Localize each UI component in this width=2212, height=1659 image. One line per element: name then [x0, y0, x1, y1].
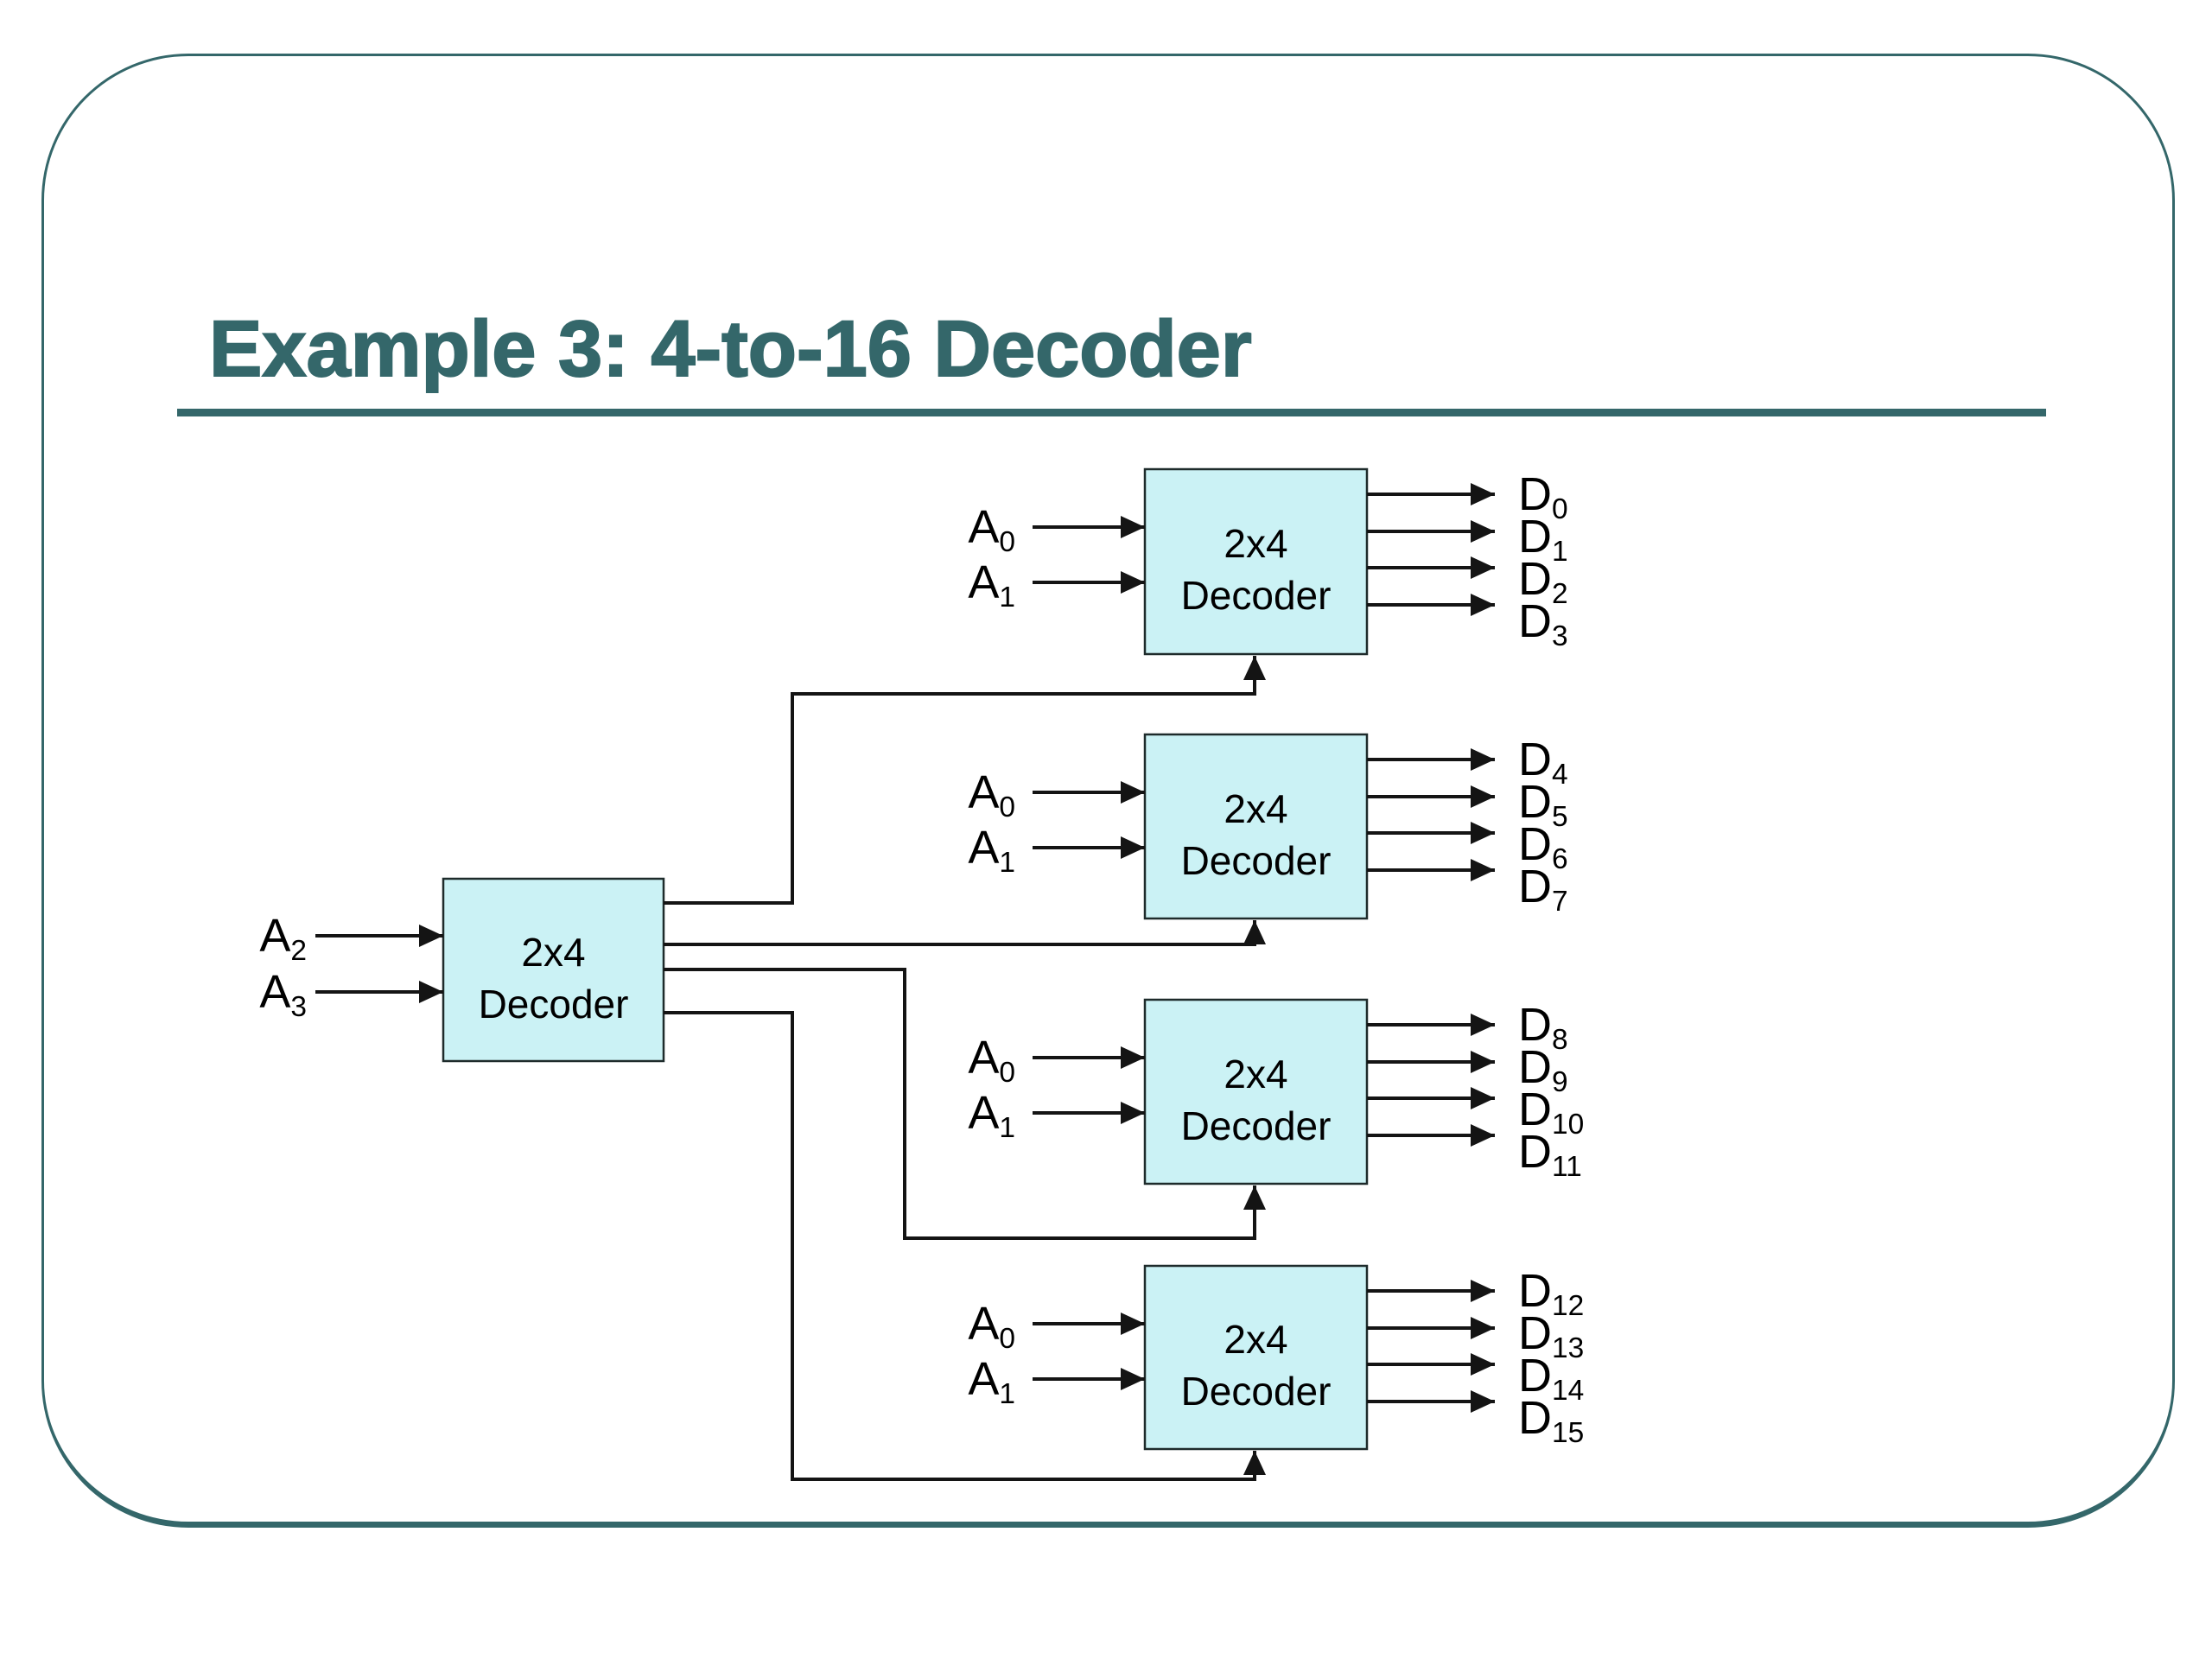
- decoder-3-block: [1143, 998, 1369, 1185]
- decoder-4-input-label-a0: A0: [968, 1298, 1015, 1356]
- output-label-d5: D5: [1518, 776, 1568, 834]
- decoder-4-block: [1143, 1264, 1369, 1451]
- decoder-2-block: [1143, 733, 1369, 920]
- decoder-4-label: 2x4 Decoder: [1145, 1266, 1367, 1449]
- output-label-d12: D12: [1518, 1265, 1585, 1323]
- decoder-3-input-label-a0: A0: [968, 1032, 1015, 1090]
- block-label-line1: 2x4: [1224, 521, 1288, 566]
- decoder-3-label: 2x4 Decoder: [1145, 1000, 1367, 1184]
- output-label-d0: D0: [1518, 468, 1568, 526]
- block-label-line2: Decoder: [1180, 837, 1332, 883]
- output-label-d9: D9: [1518, 1041, 1568, 1099]
- wire-enable-decoder-1: [664, 656, 1266, 905]
- block-label-line1: 2x4: [1224, 1051, 1288, 1096]
- block-label-line1: 2x4: [1224, 785, 1288, 831]
- decoder-2-input-label-a0: A0: [968, 766, 1015, 824]
- decoder-2-label: 2x4 Decoder: [1145, 734, 1367, 918]
- wire-enable-decoder-4: [664, 1011, 1266, 1481]
- wire-enable-decoder-2: [664, 920, 1266, 946]
- output-label-d11: D11: [1518, 1126, 1582, 1184]
- decoder-2-input-label-a1: A1: [968, 822, 1015, 880]
- slide-border: [41, 54, 2175, 1528]
- output-label-d10: D10: [1518, 1084, 1585, 1141]
- main-decoder-block: [442, 877, 665, 1063]
- decoder-1-label: 2x4 Decoder: [1145, 469, 1367, 654]
- decoder-1-input-label-a1: A1: [968, 556, 1015, 614]
- output-label-d15: D15: [1518, 1392, 1585, 1450]
- block-label-line1: 2x4: [1224, 1317, 1288, 1362]
- output-label-d8: D8: [1518, 999, 1568, 1057]
- decoder-1-input-label-a0: A0: [968, 501, 1015, 559]
- output-label-d3: D3: [1518, 595, 1568, 653]
- output-label-d1: D1: [1518, 511, 1568, 569]
- output-label-d6: D6: [1518, 818, 1568, 876]
- block-label-line2: Decoder: [1180, 573, 1332, 618]
- output-label-d4: D4: [1518, 734, 1568, 791]
- decoder-3-input-label-a1: A1: [968, 1087, 1015, 1145]
- block-label-line2: Decoder: [1180, 1103, 1332, 1148]
- block-label-line1: 2x4: [521, 929, 586, 975]
- block-label-line2: Decoder: [1180, 1369, 1332, 1414]
- input-label-a2: A2: [259, 910, 307, 968]
- decoder-1-block: [1143, 467, 1369, 656]
- input-label-a3: A3: [259, 966, 307, 1024]
- title-underline: [177, 409, 2046, 416]
- output-label-d14: D14: [1518, 1350, 1585, 1408]
- page-title: Example 3: 4-to-16 Decoder: [208, 304, 1253, 394]
- output-label-d13: D13: [1518, 1307, 1585, 1365]
- decoder-4-input-label-a1: A1: [968, 1353, 1015, 1411]
- output-label-d2: D2: [1518, 553, 1568, 611]
- block-label-line2: Decoder: [478, 981, 629, 1027]
- main-decoder-label: 2x4 Decoder: [443, 879, 664, 1061]
- wire-enable-decoder-3: [664, 968, 1266, 1240]
- output-label-d7: D7: [1518, 861, 1568, 918]
